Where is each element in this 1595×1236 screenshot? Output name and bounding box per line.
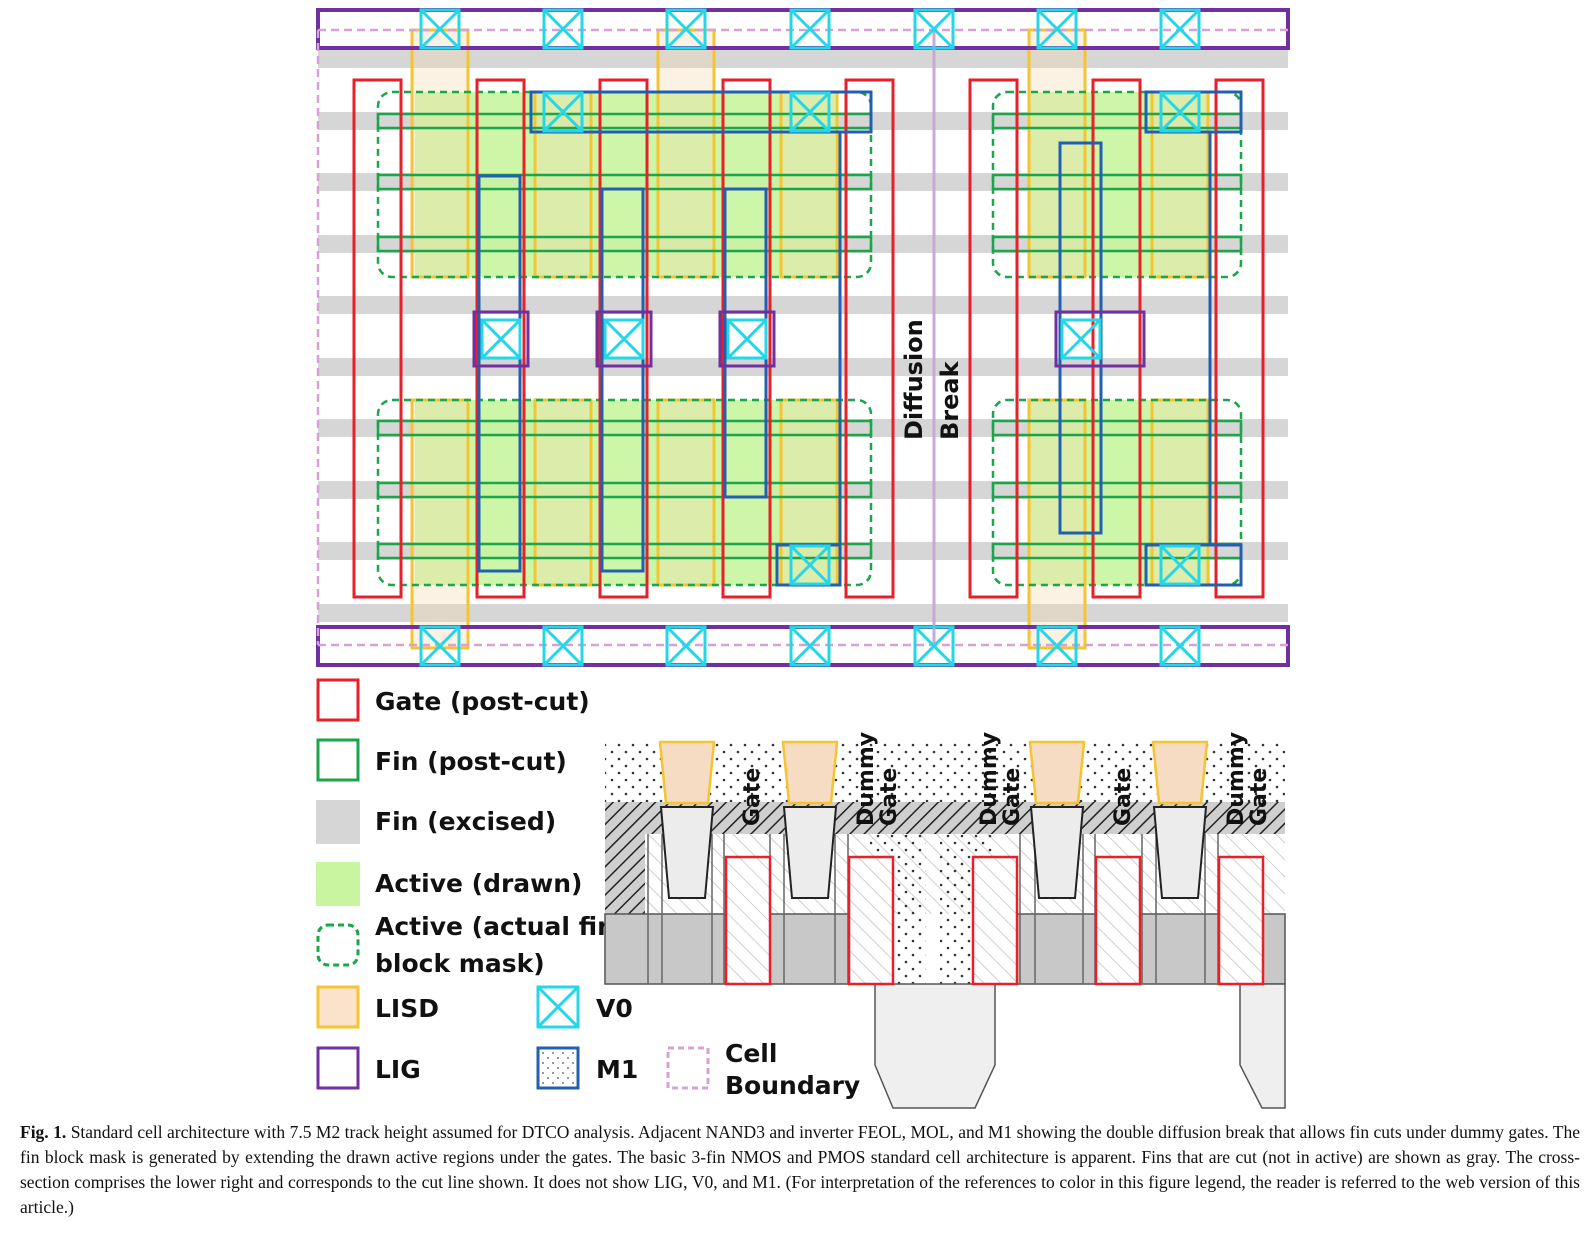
legend-mask-swatch — [316, 923, 360, 967]
cs-label-dummy-3a: Dummy — [1224, 732, 1249, 826]
cell-boundary — [316, 28, 1288, 647]
legend-fin-swatch — [316, 738, 360, 782]
trench-left — [874, 983, 996, 1109]
v0-vias — [419, 8, 1201, 667]
cs-label-dummy-2b: Gate — [1000, 768, 1025, 826]
cs-gate-1 — [724, 855, 772, 986]
legend-fin-excised-label: Fin (excised) — [375, 807, 556, 836]
cs-dummy-gate-1 — [847, 855, 895, 986]
legend-v0-swatch — [536, 985, 580, 1029]
layout-view: Diffusion Break — [316, 8, 1290, 667]
caption-text: Standard cell architecture with 7.5 M2 t… — [20, 1122, 1580, 1217]
standard-cell-figure: Diffusion Break Gate (post-cut) Fin (pos… — [316, 8, 1290, 1109]
gates — [352, 78, 1265, 599]
cs-label-dummy-1a: Dummy — [854, 732, 879, 826]
cs-label-dummy-3b: Gate — [1247, 768, 1272, 826]
legend: Gate (post-cut) Fin (post-cut) Fin (exci… — [316, 678, 860, 1100]
figure-label: Fig. 1. — [20, 1122, 67, 1142]
legend-active-swatch — [316, 862, 360, 906]
legend-lig-label: LIG — [375, 1055, 421, 1084]
legend-m1-label: M1 — [596, 1055, 638, 1084]
legend-mask-label-2: block mask) — [375, 949, 545, 978]
cs-label-dummy-1b: Gate — [877, 768, 902, 826]
legend-active-label: Active (drawn) — [375, 869, 582, 898]
legend-lisd-swatch — [316, 985, 360, 1029]
break-label: Break — [936, 360, 964, 440]
cs-dummy-gate-2 — [971, 855, 1019, 986]
trench-right — [1239, 983, 1286, 1109]
legend-gate-swatch — [316, 678, 360, 722]
legend-fin-label: Fin (post-cut) — [375, 747, 567, 776]
cs-dummy-gate-3 — [1217, 855, 1265, 986]
diffusion-label: Diffusion — [900, 319, 928, 440]
legend-lisd-label: LISD — [375, 994, 439, 1023]
legend-cell-boundary-label-1: Cell — [725, 1039, 777, 1068]
cross-section: Gate Dummy Gate Dummy Gate Gate Dummy Ga… — [604, 732, 1286, 1109]
cs-label-dummy-2a: Dummy — [977, 732, 1002, 826]
cs-gate-2 — [1094, 855, 1142, 986]
legend-m1-swatch — [536, 1046, 580, 1090]
legend-fin-excised-swatch — [316, 800, 360, 844]
legend-v0-label: V0 — [596, 994, 633, 1023]
legend-cell-boundary-swatch — [666, 1046, 710, 1090]
lig-shapes — [472, 310, 1146, 368]
legend-cell-boundary-label-2: Boundary — [725, 1071, 860, 1100]
legend-gate-label: Gate (post-cut) — [375, 687, 590, 716]
cs-label-gate-1: Gate — [740, 768, 765, 826]
figure-caption: Fig. 1. Standard cell architecture with … — [20, 1120, 1580, 1220]
legend-mask-label-1: Active (actual fin — [375, 912, 615, 941]
cs-label-gate-2: Gate — [1111, 768, 1136, 826]
legend-lig-swatch — [316, 1046, 360, 1090]
